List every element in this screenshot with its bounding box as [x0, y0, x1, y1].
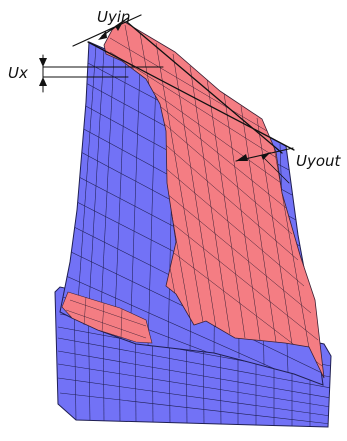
arrowheads	[39, 20, 271, 161]
uyin-label: Uyin	[97, 8, 131, 26]
ux-arrowhead-top	[39, 58, 47, 67]
deformed-platform-patch-grid	[65, 296, 147, 339]
undeformed-edge-line	[87, 41, 295, 151]
ux-arrowhead-bottom	[39, 77, 47, 86]
uyin-arrowhead-right	[115, 20, 124, 31]
uyin-arrowhead-left	[98, 31, 107, 40]
uyout-arrowhead-left	[236, 154, 248, 161]
uyout-label: Uyout	[296, 152, 342, 170]
deformed-edge-line	[126, 21, 283, 154]
uyout-arrowhead-right	[261, 152, 271, 160]
undeformed-reference-line	[72, 14, 142, 47]
trailing-edge-reference-line	[263, 157, 290, 184]
ux-label: Ux	[8, 64, 28, 82]
